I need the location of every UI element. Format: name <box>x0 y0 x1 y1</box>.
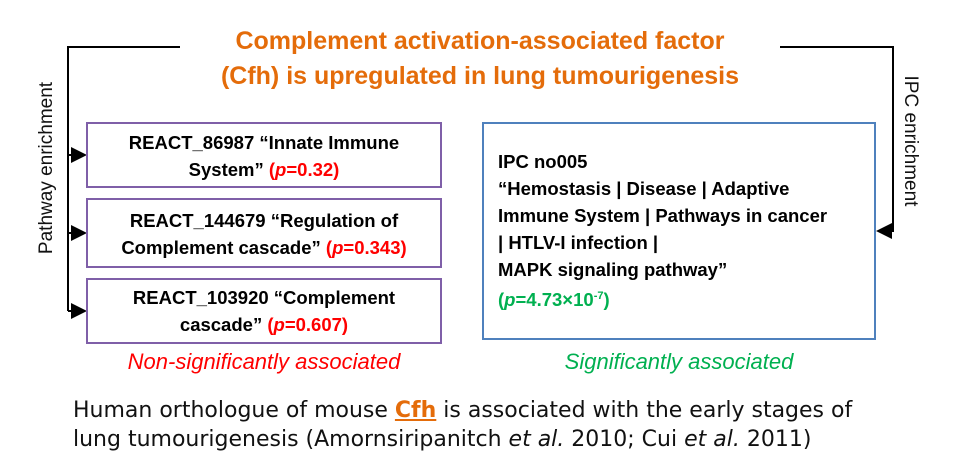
title-line-1: Complement activation-associated factor <box>180 24 780 59</box>
ipc-box-line: “Hemostasis | Disease | Adaptive <box>498 178 790 199</box>
react-box-line: REACT_86987 “Innate Immune <box>128 132 400 153</box>
footer-line-1: Human orthologue of mouse Cfh is associa… <box>73 398 853 423</box>
ipc-box-line: MAPK signaling pathway” <box>498 259 728 280</box>
p-value: (p=0.32) <box>268 159 340 180</box>
react-box-line: cascade” (p=0.607) <box>179 314 349 335</box>
footer-line-2: lung tumourigenesis (Amornsiripanitch et… <box>73 427 812 452</box>
react-box-line: Complement cascade” (p=0.343) <box>121 237 407 258</box>
react-box-line: REACT_103920 “Complement <box>132 287 396 308</box>
footer-caption: Human orthologue of mouse Cfh is associa… <box>73 396 852 454</box>
title-line-2: (Cfh) is upregulated in lung tumourigene… <box>180 59 780 94</box>
gene-cfh: Cfh <box>394 398 437 423</box>
ipc-bracket-line <box>750 46 894 239</box>
ipc-enrichment-label: IPC enrichment <box>900 75 921 207</box>
non-significant-label: Non-significantly associated <box>127 349 401 374</box>
react-box-complement-cascade: REACT_103920 “Complement cascade” (p=0.6… <box>86 278 442 344</box>
react-box-regulation-complement: REACT_144679 “Regulation of Complement c… <box>86 198 442 268</box>
p-value: (p=0.607) <box>267 314 349 335</box>
ipc-box-line: IPC no005 <box>498 151 588 172</box>
react-box-innate-immune: REACT_86987 “Innate Immune System” (p=0.… <box>86 122 442 188</box>
ipc-box-line: Immune System | Pathways in cancer <box>498 205 828 226</box>
pathway-enrichment-label: Pathway enrichment <box>36 81 57 255</box>
react-box-line: REACT_144679 “Regulation of <box>129 210 399 231</box>
ipc-p-value: (p=4.73×10-7) <box>498 289 610 311</box>
p-value: (p=0.343) <box>325 237 407 258</box>
significant-label: Significantly associated <box>564 349 794 374</box>
ipc-box: IPC no005 “Hemostasis | Disease | Adapti… <box>482 122 876 340</box>
react-box-line: System” (p=0.32) <box>188 159 340 180</box>
ipc-box-line: | HTLV-I infection | <box>498 232 659 253</box>
